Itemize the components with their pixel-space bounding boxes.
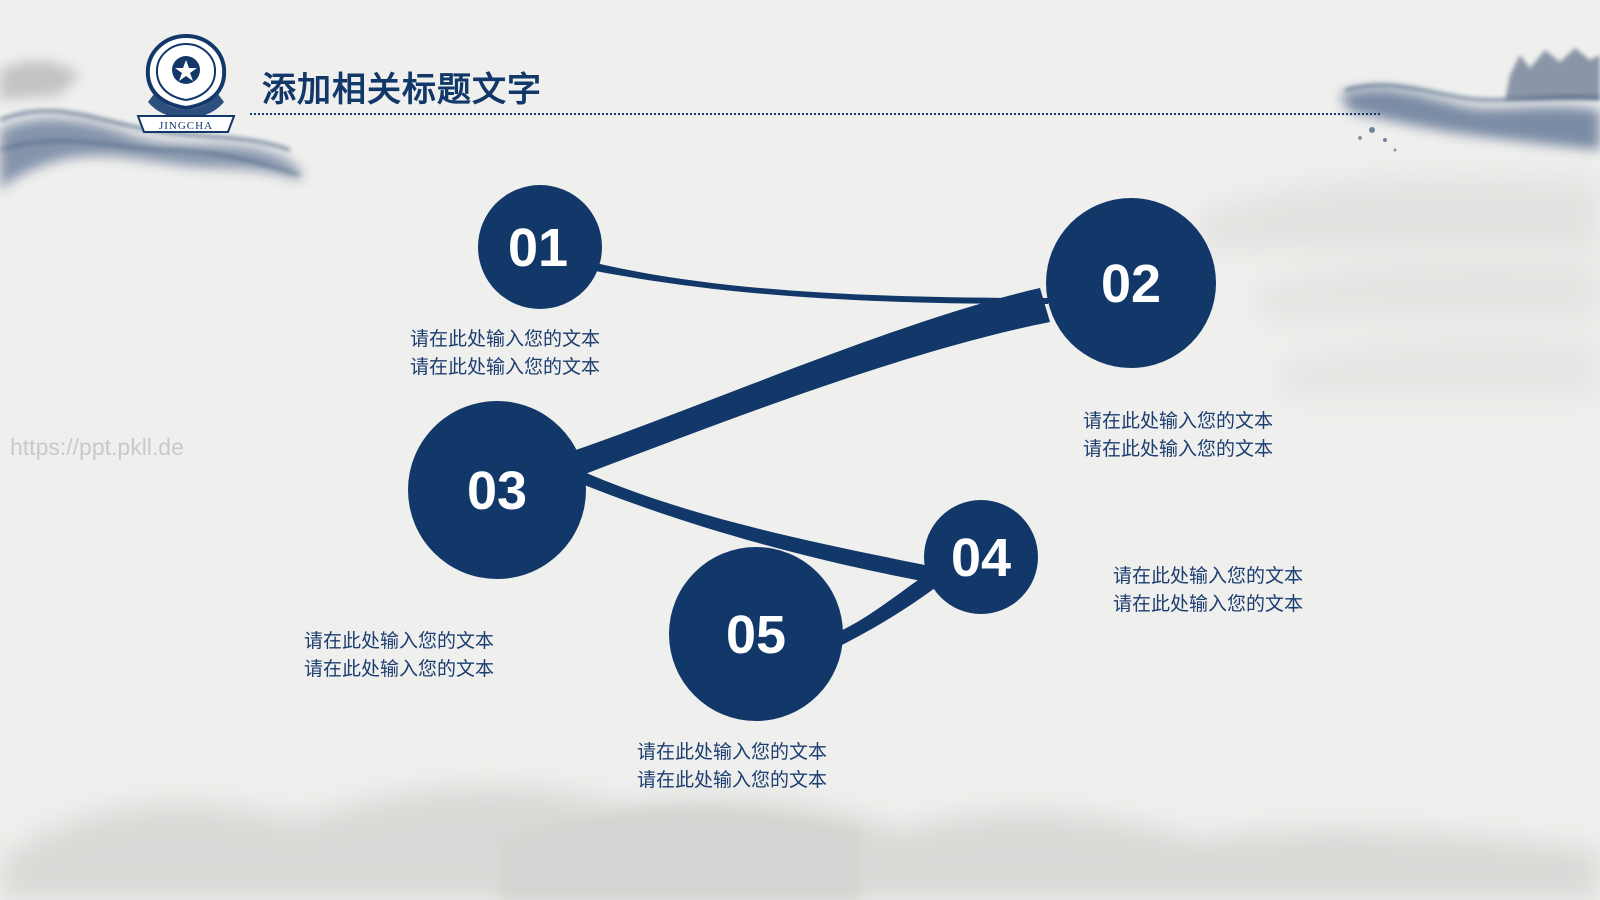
step-number-01: 01 <box>508 218 568 278</box>
step-text-05: 请在此处输入您的文本 请在此处输入您的文本 <box>637 738 827 794</box>
step-number-02: 02 <box>1101 254 1161 314</box>
ink-swirl-left <box>0 60 301 190</box>
connector-04-05 <box>838 575 935 645</box>
step-text-02-line2: 请在此处输入您的文本 <box>1083 438 1274 460</box>
title-divider <box>250 113 1380 115</box>
step-text-02: 请在此处输入您的文本 请在此处输入您的文本 <box>1083 407 1273 463</box>
step-number-05: 05 <box>726 605 786 665</box>
step-text-01-line2: 请在此处输入您的文本 <box>410 356 601 378</box>
step-text-05-line2: 请在此处输入您的文本 <box>637 769 828 791</box>
step-text-03: 请在此处输入您的文本 请在此处输入您的文本 <box>304 627 494 683</box>
step-node-02: 02 <box>1046 198 1216 368</box>
step-text-02-line1: 请在此处输入您的文本 <box>1083 410 1274 432</box>
connector-02-03 <box>570 288 1050 476</box>
step-node-04: 04 <box>924 500 1038 614</box>
step-text-05-line1: 请在此处输入您的文本 <box>637 741 828 763</box>
step-number-04: 04 <box>951 528 1011 588</box>
watermark-url: https://ppt.pkll.de <box>10 434 184 460</box>
step-text-04: 请在此处输入您的文本 请在此处输入您的文本 <box>1113 562 1303 618</box>
step-text-04-line1: 请在此处输入您的文本 <box>1113 565 1304 587</box>
step-text-01: 请在此处输入您的文本 请在此处输入您的文本 <box>410 325 600 381</box>
police-emblem-logo: JINGCHA <box>136 33 236 133</box>
step-node-03: 03 <box>408 401 586 579</box>
step-text-03-line1: 请在此处输入您的文本 <box>304 630 495 652</box>
page-title: 添加相关标题文字 <box>262 70 542 110</box>
step-text-03-line2: 请在此处输入您的文本 <box>304 658 495 680</box>
step-text-04-line2: 请在此处输入您的文本 <box>1113 593 1304 615</box>
ink-swirl-right <box>1340 48 1600 152</box>
connector-03-04 <box>572 468 950 586</box>
step-node-01: 01 <box>478 185 602 309</box>
step-text-01-line1: 请在此处输入您的文本 <box>410 328 601 350</box>
step-node-05: 05 <box>669 547 843 721</box>
step-number-03: 03 <box>467 461 527 521</box>
connector-01-02 <box>575 258 1050 304</box>
svg-text:JINGCHA: JINGCHA <box>159 120 213 132</box>
